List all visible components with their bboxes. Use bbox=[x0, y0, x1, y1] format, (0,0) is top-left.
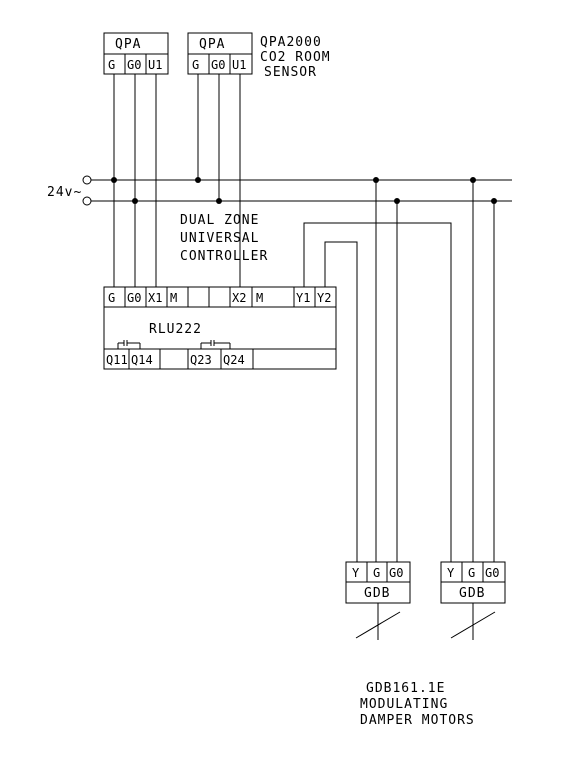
actuator-2-damper-blade bbox=[450, 611, 496, 639]
actuator-2-terminal-g0: G0 bbox=[485, 566, 499, 580]
sensor-qpa-1: QPA G G0 U1 bbox=[103, 32, 169, 75]
controller-rlu222: G G0 X1 M X2 M Y1 Y2 RLU222 Q11 Q14 Q23 bbox=[103, 286, 337, 370]
sensor-description: QPA2000 CO2 ROOM SENSOR bbox=[260, 35, 331, 80]
sensor-qpa-2: QPA G G0 U1 bbox=[187, 32, 253, 75]
actuator-description-line-3: DAMPER MOTORS bbox=[360, 713, 475, 728]
actuator-1-label: GDB bbox=[364, 586, 390, 601]
actuator-2-terminal-g: G bbox=[468, 566, 475, 580]
controller-terminal-q24: Q24 bbox=[223, 353, 245, 367]
sensor-1-terminal-g0: G0 bbox=[127, 58, 141, 72]
controller-terminal-y2: Y2 bbox=[317, 291, 331, 305]
actuator-1-terminal-y: Y bbox=[352, 566, 360, 580]
controller-terminal-g0: G0 bbox=[127, 291, 141, 305]
controller-terminal-g: G bbox=[108, 291, 115, 305]
controller-terminal-m2: M bbox=[256, 291, 263, 305]
supply-terminal-2 bbox=[82, 196, 92, 206]
sensor-description-line-1: QPA2000 bbox=[260, 35, 322, 50]
sensor-1-terminal-u1: U1 bbox=[148, 58, 162, 72]
sensor-description-line-3: SENSOR bbox=[264, 65, 317, 80]
relay-contact-1-icon bbox=[117, 340, 141, 349]
sensor-1-terminal-g: G bbox=[108, 58, 115, 72]
controller-description: DUAL ZONE UNIVERSAL CONTROLLER bbox=[180, 213, 268, 264]
sensor-1-label: QPA bbox=[115, 37, 141, 52]
actuator-description-line-2: MODULATING bbox=[360, 697, 448, 712]
actuator-wiring bbox=[303, 177, 497, 562]
sensor-2-terminal-g: G bbox=[192, 58, 199, 72]
actuator-2-label: GDB bbox=[459, 586, 485, 601]
actuator-1-terminal-g: G bbox=[373, 566, 380, 580]
controller-terminal-x1: X1 bbox=[148, 291, 162, 305]
controller-description-line-1: DUAL ZONE bbox=[180, 213, 259, 228]
sensor-description-line-2: CO2 ROOM bbox=[260, 50, 331, 65]
controller-description-line-2: UNIVERSAL bbox=[180, 231, 259, 246]
actuator-gdb-1: Y G G0 GDB bbox=[345, 561, 411, 640]
supply-label: 24v~ bbox=[47, 185, 82, 200]
controller-description-line-3: CONTROLLER bbox=[180, 249, 268, 264]
sensor-2-terminal-g0: G0 bbox=[211, 58, 225, 72]
controller-box bbox=[103, 286, 337, 370]
relay-contact-2-icon bbox=[200, 340, 231, 349]
supply-rails: 24v~ bbox=[47, 175, 512, 206]
actuator-1-terminal-g0: G0 bbox=[389, 566, 403, 580]
sensor-2-terminal-u1: U1 bbox=[232, 58, 246, 72]
actuator-1-damper-blade bbox=[355, 611, 401, 639]
controller-terminal-x2: X2 bbox=[232, 291, 246, 305]
controller-terminal-q11: Q11 bbox=[106, 353, 128, 367]
sensor-wiring bbox=[111, 74, 241, 287]
controller-terminal-q14: Q14 bbox=[131, 353, 153, 367]
controller-terminal-m1: M bbox=[170, 291, 177, 305]
actuator-description: GDB161.1E MODULATING DAMPER MOTORS bbox=[360, 681, 475, 728]
supply-terminal-1 bbox=[82, 175, 92, 185]
actuator-description-line-1: GDB161.1E bbox=[366, 681, 445, 696]
controller-model: RLU222 bbox=[149, 322, 202, 337]
controller-terminal-y1: Y1 bbox=[296, 291, 310, 305]
actuator-2-terminal-y: Y bbox=[447, 566, 455, 580]
actuator-gdb-2: Y G G0 GDB bbox=[440, 561, 506, 640]
sensor-2-label: QPA bbox=[199, 37, 225, 52]
controller-terminal-q23: Q23 bbox=[190, 353, 212, 367]
